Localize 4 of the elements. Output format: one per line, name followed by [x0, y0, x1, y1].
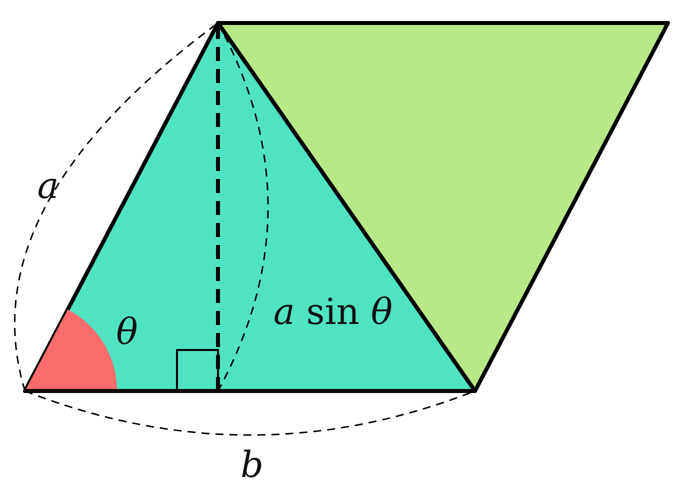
math-label: θ [116, 315, 138, 351]
math-label: a [37, 169, 59, 205]
math-label: b [240, 448, 264, 484]
math-label: a sin θ [273, 295, 393, 331]
